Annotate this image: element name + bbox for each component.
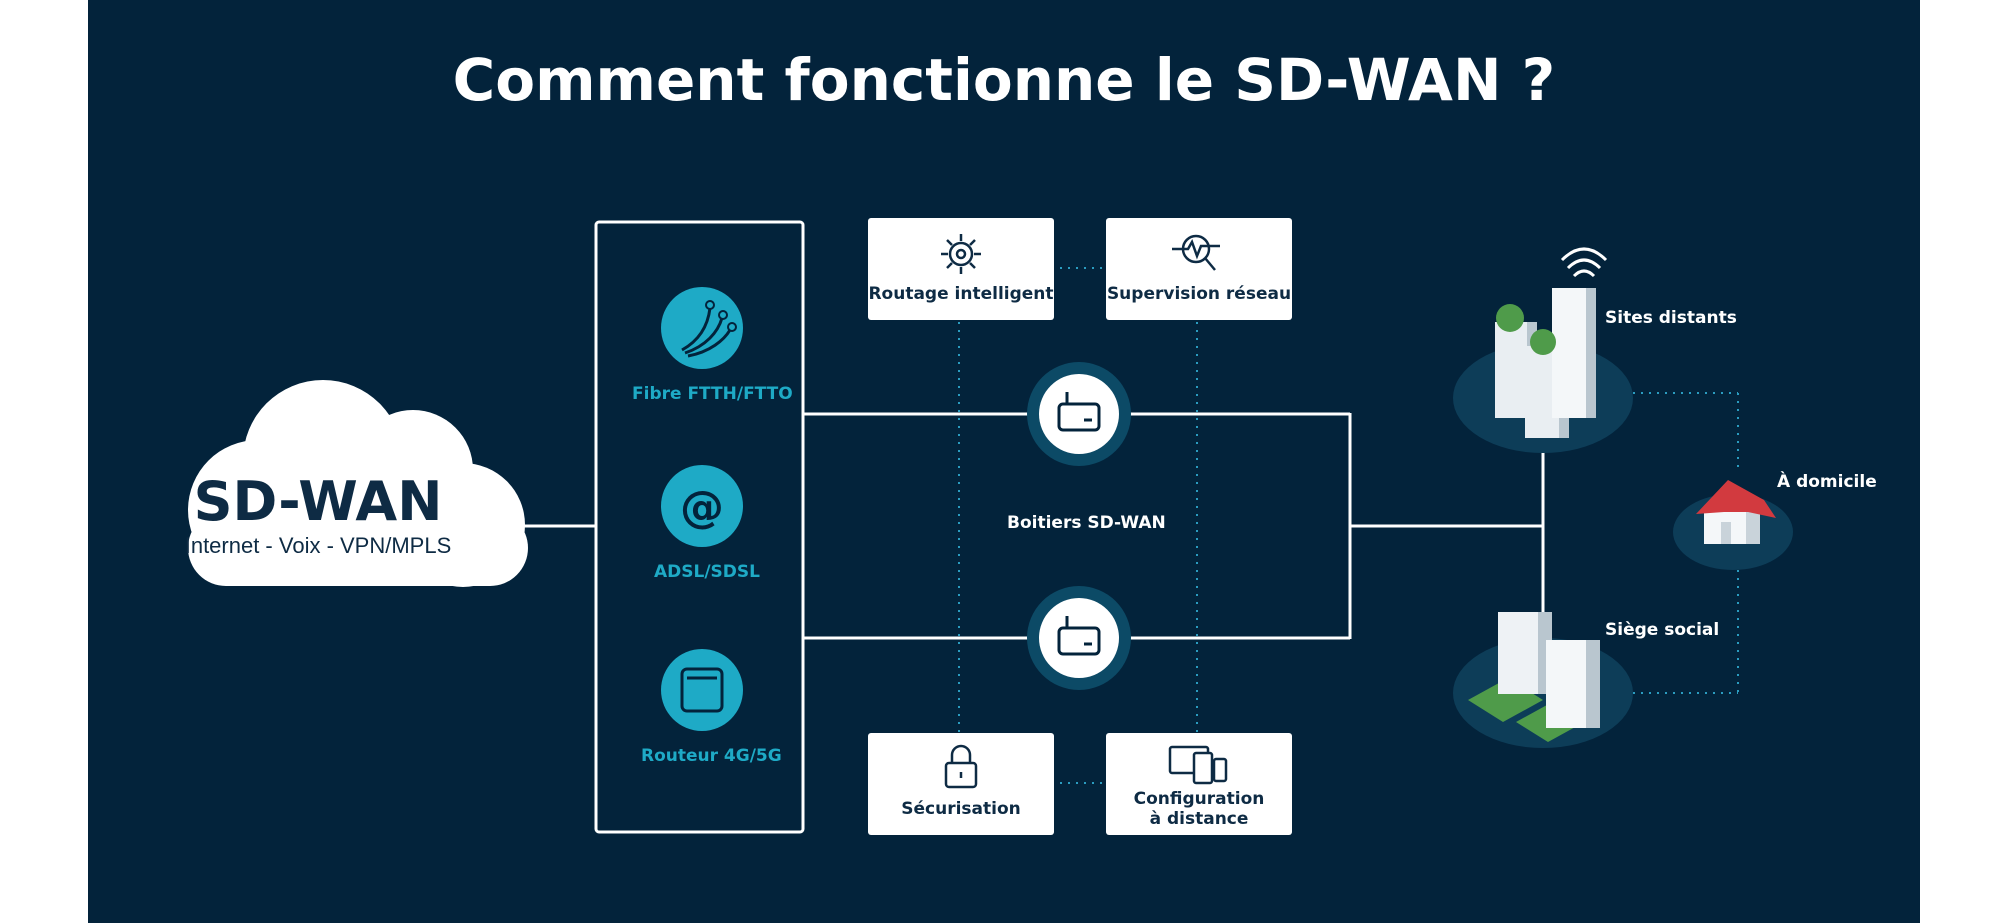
sdwan-boxes-label: Boitiers SD-WAN	[1007, 513, 1166, 533]
access-panel	[594, 220, 805, 834]
sdwan-box-icon	[1027, 586, 1131, 690]
routing-label: Routage intelligent	[868, 284, 1054, 304]
magnifier-icon	[1172, 234, 1220, 271]
link-lines	[803, 375, 1545, 640]
config-label-line2: à distance	[1149, 809, 1249, 829]
router-icon	[661, 649, 743, 731]
sdwan-box-icon	[1027, 362, 1131, 466]
security-card: Sécurisation	[868, 733, 1054, 835]
diagram-canvas: Comment fonctionne le SD-WAN ?	[88, 0, 1920, 923]
fiber-icon	[661, 287, 743, 369]
config-label-line1: Configuration	[1133, 789, 1265, 809]
hq-illustration	[1453, 612, 1633, 748]
dotted-connectors	[958, 267, 1739, 784]
page-title: Comment fonctionne le SD-WAN ?	[452, 46, 1556, 114]
svg-text:@: @	[680, 482, 724, 533]
home-illustration	[1673, 480, 1793, 570]
cloud-subtitle: Internet - Voix - VPN/MPLS	[184, 533, 452, 558]
remote-sites-illustration	[1453, 247, 1633, 453]
supervision-label: Supervision réseau	[1106, 284, 1292, 304]
at-icon: @	[661, 465, 743, 547]
home-label: À domicile	[1777, 472, 1877, 492]
cloud-title: SD-WAN	[193, 470, 443, 533]
config-card: Configuration à distance	[1106, 733, 1292, 835]
cloud-shape	[188, 380, 528, 587]
remote-sites-label: Sites distants	[1605, 308, 1737, 328]
access-label-fiber: Fibre FTTH/FTTO	[632, 384, 793, 404]
access-label-adsl: ADSL/SDSL	[654, 562, 760, 582]
diagram-graphics: @	[188, 220, 1793, 834]
hq-label: Siège social	[1605, 620, 1720, 640]
supervision-card: Supervision réseau	[1106, 218, 1292, 320]
gear-icon	[941, 234, 981, 274]
lock-icon	[944, 744, 978, 789]
access-label-router: Routeur 4G/5G	[641, 746, 782, 766]
routing-card: Routage intelligent	[868, 218, 1054, 320]
security-label: Sécurisation	[901, 799, 1021, 819]
devices-icon	[1168, 745, 1228, 785]
